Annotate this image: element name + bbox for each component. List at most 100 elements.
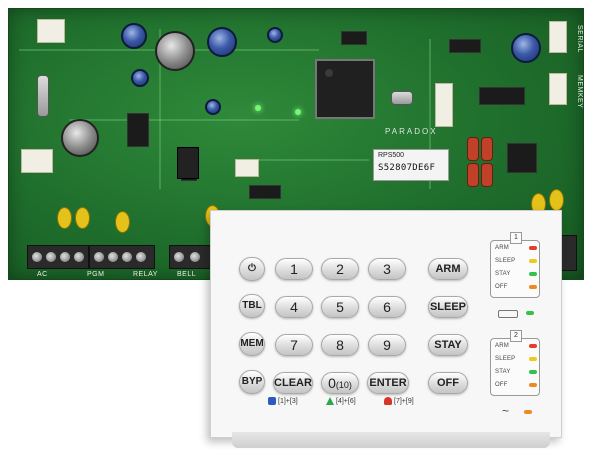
area-1-off-label: OFF [495,284,508,290]
terminal-screw [74,252,84,262]
capacitor [75,207,90,229]
crystal [391,91,413,105]
terminal-screw [60,252,70,262]
serial-silk-label: SERIAL [576,25,583,53]
enter-key[interactable]: ENTER [367,372,409,394]
key-3[interactable]: 3 [368,258,406,280]
key-6[interactable]: 6 [368,296,406,318]
power-key[interactable]: ⏻ [239,257,265,281]
area-2-off-label: OFF [495,382,508,388]
key-5[interactable]: 5 [321,296,359,318]
terminal-screw [32,252,42,262]
area-1-stay-led [529,272,537,276]
panic-hint-medical: [4]+[6] [326,397,356,405]
connector-header [435,83,453,127]
pcb-trace [159,29,161,189]
ac-power-icon: ~ [502,404,510,418]
serial-sticker: RPS500 S52807DE6F [373,149,449,181]
key-9[interactable]: 9 [368,334,406,356]
capacitor [121,23,147,49]
arm-key[interactable]: ARM [428,258,468,280]
area-1-sleep-label: SLEEP [495,258,516,264]
area-1-arm-label: ARM [495,245,509,251]
key-1[interactable]: 1 [275,258,313,280]
key-4[interactable]: 4 [275,296,313,318]
area-2-stay-led [529,370,537,374]
connector-header [21,149,53,173]
area-2-number: 2 [510,330,522,342]
pcb-trace [429,39,431,189]
key-7[interactable]: 7 [275,334,313,356]
mem-key[interactable]: MEM [239,332,265,356]
panic-hints: [1]+[3] [4]+[6] [7]+[9] [268,397,468,411]
microcontroller-chip [315,59,375,119]
byp-key[interactable]: BYP [239,370,265,394]
memkey-connector [549,73,567,105]
area-1-stay-label: STAY [495,271,511,277]
capacitor [131,69,149,87]
status-panel: 1 ARM SLEEP STAY OFF 2 ARM SLEEP STAY OF… [488,232,544,418]
panic-hint-medical-label: [4]+[6] [336,397,356,405]
ic-chip [341,31,367,45]
capacitor [207,27,237,57]
ic-chip [479,87,525,105]
key-0-sublabel: (10) [335,380,352,390]
area-1-number: 1 [510,232,522,244]
fuse-ptc [481,163,493,187]
key-2[interactable]: 2 [321,258,359,280]
stay-key[interactable]: STAY [428,334,468,356]
terminal-screw [190,252,200,262]
area-1-off-led [529,285,537,289]
area-2-status: 2 ARM SLEEP STAY OFF [490,330,540,396]
panic-hint-police-label: [1]+[3] [278,397,298,405]
clear-key[interactable]: CLEAR [273,372,313,394]
medical-icon [326,397,334,405]
relay [177,147,199,179]
bell-silk-label: BELL [177,271,197,278]
capacitor [205,99,221,115]
pcb-trace [69,119,299,121]
area-2-arm-led [529,344,537,348]
capacitor [267,27,283,43]
terminal-block [89,245,155,269]
ac-silk-label: AC [37,271,48,278]
tbl-key[interactable]: TBL [239,294,265,318]
area-2-arm-label: ARM [495,343,509,349]
sticker-code: S52807DE6F [378,163,436,173]
sticker-model: RPS500 [378,152,405,159]
panic-hint-fire-label: [7]+[9] [394,397,414,405]
area-1-status: 1 ARM SLEEP STAY OFF [490,232,540,298]
ic-chip [249,185,281,199]
terminal-screw [174,252,184,262]
terminal-screw [94,252,104,262]
memkey-silk-label: MEMKEY [576,75,583,109]
key-8[interactable]: 8 [321,334,359,356]
area-1-sleep-led [529,259,537,263]
regulator-chip [507,143,537,173]
sleep-key[interactable]: SLEEP [428,296,468,318]
terminal-screw [46,252,56,262]
fuse-ptc [467,137,479,161]
key-0[interactable]: 0(10) [321,372,359,394]
capacitor [115,211,130,233]
circuit-board: PARADOX RPS500 S52807DE6F SERIAL MEMKEY … [8,8,584,280]
capacitor [57,207,72,229]
terminal-block [169,245,211,269]
fuse [37,75,49,117]
fuse-ptc [467,163,479,187]
connector-header [37,19,65,43]
connector-header [235,159,259,177]
buzzer [155,31,195,71]
ac-power-led [524,410,532,414]
status-led [295,109,301,115]
keypad-base [232,432,550,448]
capacitor [549,189,564,211]
off-key[interactable]: OFF [428,372,468,394]
key-0-label: 0 [328,375,336,391]
pcb-trace [239,159,369,161]
terminal-screw [108,252,118,262]
relay-silk-label: RELAY [133,271,158,278]
trouble-led [526,311,534,315]
area-2-stay-label: STAY [495,369,511,375]
